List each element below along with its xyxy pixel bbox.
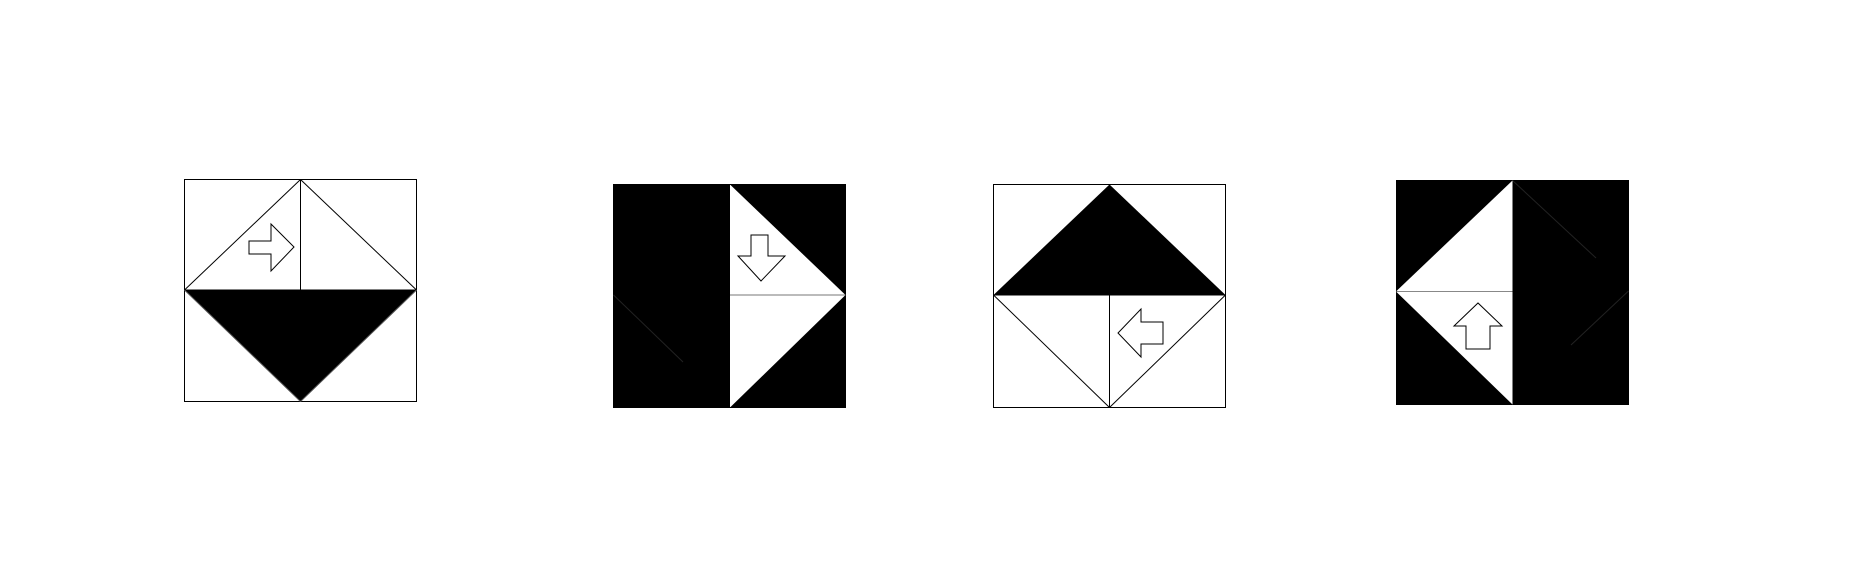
dark-left-half (613, 184, 730, 408)
diagonal-line (184, 179, 301, 291)
diagonal-line (300, 179, 417, 291)
dark-top-right-corner (730, 184, 846, 295)
figure-panel-4 (1396, 180, 1629, 405)
arrow-down-icon (736, 234, 787, 282)
dark-top-triangle (993, 184, 1226, 295)
figure-panel-2 (613, 184, 846, 408)
dark-bottom-right-corner (730, 295, 846, 408)
dark-bottom-triangle (184, 290, 417, 402)
diagonal-line (1109, 294, 1226, 408)
arrow-right-icon (248, 222, 295, 273)
diagonal-line (613, 294, 684, 363)
figure-panel-1 (184, 179, 417, 402)
diagonal-line (184, 289, 301, 402)
diagonal-line (1512, 180, 1597, 259)
diagonal-line (300, 289, 417, 402)
arrow-left-icon (1117, 307, 1164, 359)
arrow-up-icon (1452, 302, 1504, 350)
diagonal-line (993, 294, 1110, 408)
light-top-left-triangle (1396, 180, 1513, 291)
diagonal-line (1570, 290, 1629, 346)
figure-panel-3 (993, 184, 1226, 408)
